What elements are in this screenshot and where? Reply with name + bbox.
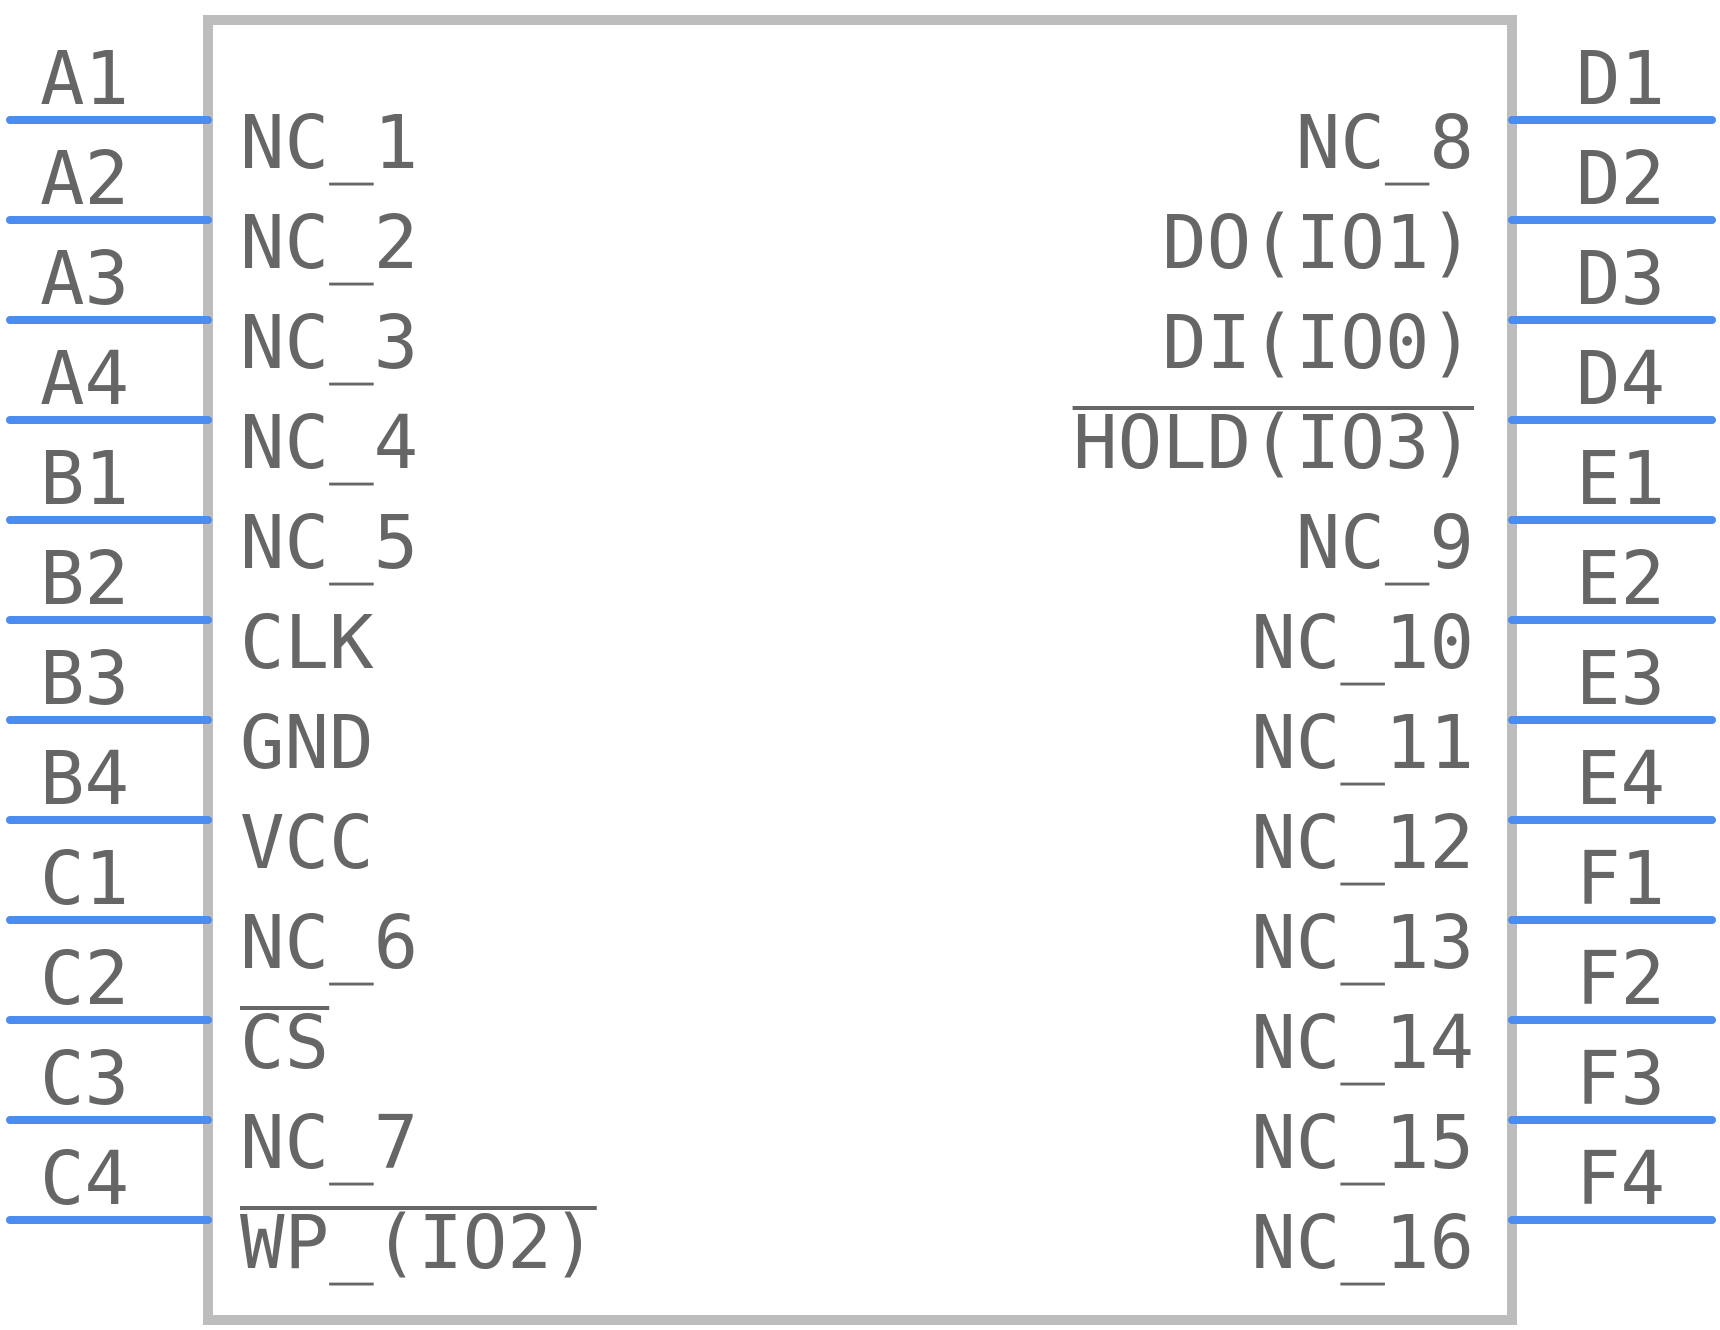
- pin-number-label: E1: [1576, 436, 1665, 522]
- signal-name-label: NC_12: [1251, 800, 1474, 886]
- signal-name-label: NC_8: [1296, 100, 1474, 186]
- pin-number-label: A2: [40, 136, 129, 222]
- pin-number-label: E4: [1576, 736, 1665, 822]
- pin-number-label: B3: [40, 636, 129, 722]
- pin-number-label: D1: [1576, 36, 1665, 122]
- pin-number-label: F4: [1576, 1136, 1665, 1222]
- pin-number-label: E2: [1576, 536, 1665, 622]
- signal-name-label: HOLD(IO3): [1073, 400, 1474, 486]
- signal-name-label: NC_4: [240, 400, 418, 486]
- pin-number-label: E3: [1576, 636, 1665, 722]
- signal-name-label: NC_5: [240, 500, 418, 586]
- pin-number-label: F3: [1576, 1036, 1665, 1122]
- signal-name-label: VCC: [240, 800, 374, 886]
- pin-number-label: B1: [40, 436, 129, 522]
- pin-number-label: C2: [40, 936, 129, 1022]
- ic-body-outline: [203, 15, 1517, 1325]
- signal-name-label: DO(IO1): [1162, 200, 1474, 286]
- pin-number-label: C4: [40, 1136, 129, 1222]
- pin-number-label: F1: [1576, 836, 1665, 922]
- signal-name-label: NC_1: [240, 100, 418, 186]
- signal-name-label: CS: [240, 1000, 329, 1086]
- signal-name-label: NC_3: [240, 300, 418, 386]
- pin-number-label: D3: [1576, 236, 1665, 322]
- pin-number-label: A1: [40, 36, 129, 122]
- pin-number-label: B2: [40, 536, 129, 622]
- signal-name-label: NC_13: [1251, 900, 1474, 986]
- signal-name-label: NC_6: [240, 900, 418, 986]
- signal-name-label: NC_2: [240, 200, 418, 286]
- signal-name-label: NC_10: [1251, 600, 1474, 686]
- pin-number-label: B4: [40, 736, 129, 822]
- signal-name-label: NC_7: [240, 1100, 418, 1186]
- pin-number-label: C3: [40, 1036, 129, 1122]
- signal-name-label: CLK: [240, 600, 374, 686]
- signal-name-label: GND: [240, 700, 374, 786]
- signal-name-label: NC_16: [1251, 1200, 1474, 1286]
- pin-number-label: F2: [1576, 936, 1665, 1022]
- pin-number-label: A3: [40, 236, 129, 322]
- signal-name-label: NC_11: [1251, 700, 1474, 786]
- signal-name-label: NC_15: [1251, 1100, 1474, 1186]
- pin-number-label: A4: [40, 336, 129, 422]
- pin-number-label: D2: [1576, 136, 1665, 222]
- signal-name-label: NC_14: [1251, 1000, 1474, 1086]
- pin-number-label: D4: [1576, 336, 1665, 422]
- signal-name-label: NC_9: [1296, 500, 1474, 586]
- left-pin-group: A1NC_1A2NC_2A3NC_3A4NC_4B1NC_5B2CLKB3GND…: [6, 36, 597, 1286]
- signal-name-label: DI(IO0): [1162, 300, 1474, 386]
- pin-number-label: C1: [40, 836, 129, 922]
- signal-name-label: WP_(IO2): [240, 1200, 596, 1286]
